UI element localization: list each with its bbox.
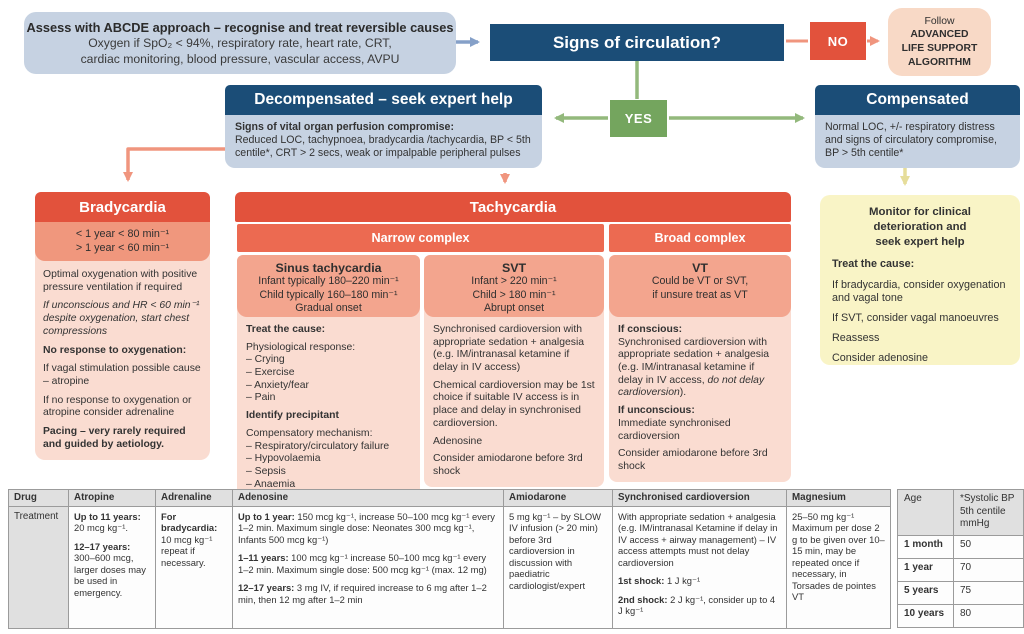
treatment-row-label: Treatment — [8, 506, 69, 629]
bp-5-years: 75 — [953, 581, 1024, 605]
signs-of-circulation-box: Signs of circulation? — [490, 24, 784, 61]
treatment-row: Treatment Up to 11 years: 20 mcg kg⁻¹.12… — [8, 506, 891, 629]
bp-10-years: 80 — [953, 604, 1024, 628]
yes-decision-box: YES — [610, 100, 667, 137]
bp-1-year: 70 — [953, 558, 1024, 582]
age-header: Age — [897, 489, 954, 536]
age-1-year: 1 year — [897, 558, 954, 582]
svt-criteria: Infant > 220 min⁻¹ Child > 180 min⁻¹ Abr… — [471, 275, 557, 315]
als-bold-text: ADVANCED LIFE SUPPORT ALGORITHM — [901, 29, 978, 68]
vt-title: VT — [692, 261, 708, 275]
decompensated-title: Decompensated – seek expert help — [225, 85, 542, 115]
bradycardia-panel: Bradycardia < 1 year < 80 min⁻¹ > 1 year… — [35, 192, 210, 461]
age-10-years: 10 years — [897, 604, 954, 628]
abcde-body: Oxygen if SpO₂ < 94%, respiratory rate, … — [80, 36, 400, 66]
atropine-cell: Up to 11 years: 20 mcg kg⁻¹.12–17 years:… — [68, 506, 156, 629]
als-lead-text: Follow — [924, 15, 955, 27]
decompensated-panel: Decompensated – seek expert help Signs o… — [225, 85, 542, 168]
vt-column: VT Could be VT or SVT, if unsure treat a… — [609, 255, 791, 482]
compensated-body: Normal LOC, +/- respiratory distress and… — [815, 115, 1020, 168]
bp-row: 10 years 80 — [897, 604, 1024, 628]
systolic-bp-header: *Systolic BP 5th centile mmHg — [953, 489, 1024, 536]
monitor-panel: Monitor for clinical deterioration and s… — [820, 195, 1020, 365]
svt-title: SVT — [501, 261, 527, 275]
compensated-title: Compensated — [815, 85, 1020, 115]
bradycardia-title: Bradycardia — [35, 192, 210, 222]
adenosine-header: Adenosine — [232, 489, 504, 507]
narrow-complex-band: Narrow complex — [237, 224, 604, 252]
bp-row: 1 year 70 — [897, 558, 1024, 582]
abcde-title: Assess with ABCDE approach – recognise a… — [26, 20, 454, 35]
adenosine-cell: Up to 1 year: 150 mcg kg⁻¹, increase 50–… — [232, 506, 504, 629]
age-1-month: 1 month — [897, 535, 954, 559]
tachycardia-panel: Tachycardia Narrow complex Broad complex… — [235, 192, 791, 500]
sinus-tachycardia-title: Sinus tachycardia — [275, 261, 382, 275]
drug-header: Drug — [8, 489, 69, 507]
broad-complex-band: Broad complex — [609, 224, 791, 252]
tachycardia-title: Tachycardia — [235, 192, 791, 222]
no-label: NO — [827, 33, 849, 49]
bp-1-month: 50 — [953, 535, 1024, 559]
bp-row: 5 years 75 — [897, 581, 1024, 605]
advanced-life-support-box: Follow ADVANCED LIFE SUPPORT ALGORITHM — [888, 8, 991, 76]
drug-table-header-row: Drug Atropine Adrenaline Adenosine Amiod… — [8, 489, 891, 507]
sinus-tachycardia-body: Treat the cause:Physiological response: … — [246, 324, 390, 490]
sinus-tachycardia-column: Sinus tachycardia Infant typically 180–2… — [237, 255, 420, 500]
magnesium-cell: 25–50 mg kg⁻¹ Maximum per dose 2 g to be… — [786, 506, 891, 629]
amiodarone-cell: 5 mg kg⁻¹ – by SLOW IV infusion (> 20 mi… — [503, 506, 613, 629]
monitor-body: Treat the cause:If bradycardia, consider… — [832, 258, 1006, 365]
signs-of-circulation-label: Signs of circulation? — [552, 32, 722, 52]
drug-dosing-table: Drug Atropine Adrenaline Adenosine Amiod… — [8, 489, 891, 629]
svt-body: Synchronised cardioversion with appropri… — [433, 324, 595, 477]
monitor-title: Monitor for clinical deterioration and s… — [869, 206, 971, 248]
bp-row: 1 month 50 — [897, 535, 1024, 559]
adrenaline-header: Adrenaline — [155, 489, 233, 507]
adrenaline-cell: For bradycardia: 10 mcg kg⁻¹ repeat if n… — [155, 506, 233, 629]
magnesium-header: Magnesium — [786, 489, 891, 507]
vt-criteria: Could be VT or SVT, if unsure treat as V… — [651, 275, 749, 301]
arrow-decompensated-to-bradycardia — [123, 147, 225, 182]
age-5-years: 5 years — [897, 581, 954, 605]
compensated-panel: Compensated Normal LOC, +/- respiratory … — [815, 85, 1020, 168]
atropine-header: Atropine — [68, 489, 156, 507]
abcde-assessment-box: Assess with ABCDE approach – recognise a… — [24, 12, 456, 74]
synchronised-cardioversion-header: Synchronised cardioversion — [612, 489, 787, 507]
bp-table-header-row: Age *Systolic BP 5th centile mmHg — [897, 489, 1024, 536]
vt-body: If conscious: Synchronised cardioversion… — [618, 324, 770, 472]
svt-column: SVT Infant > 220 min⁻¹ Child > 180 min⁻¹… — [424, 255, 604, 487]
bradycardia-criteria: < 1 year < 80 min⁻¹ > 1 year < 60 min⁻¹ — [35, 222, 210, 262]
amiodarone-header: Amiodarone — [503, 489, 613, 507]
decompensated-body: Signs of vital organ perfusion compromis… — [225, 115, 542, 168]
yes-label: YES — [624, 111, 653, 126]
no-decision-box: NO — [810, 22, 866, 60]
bradycardia-body: Optimal oxygenation with positive pressu… — [43, 269, 201, 450]
synchronised-cardioversion-cell: With appropriate sedation + analgesia (e… — [612, 506, 787, 629]
sinus-tachycardia-criteria: Infant typically 180–220 min⁻¹ Child typ… — [258, 275, 399, 315]
systolic-bp-table: Age *Systolic BP 5th centile mmHg 1 mont… — [897, 489, 1024, 628]
